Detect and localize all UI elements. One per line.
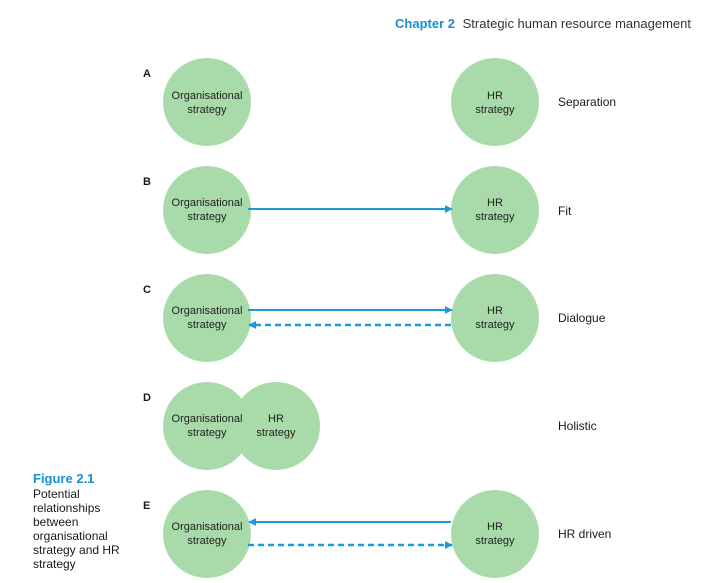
relationship-label-c: Dialogue — [558, 311, 606, 325]
hr-strategy-circle-e — [451, 490, 539, 578]
row-letter-c: C — [143, 284, 151, 296]
chapter-title: Strategic human resource management — [462, 16, 691, 31]
org-strategy-circle-e — [163, 490, 251, 578]
figure-caption-text: Potential relationships between organisa… — [33, 487, 120, 571]
hr-strategy-label-c: HR strategy — [475, 305, 515, 331]
hr-strategy-circle-a — [451, 58, 539, 146]
hr-strategy-label-e: HR strategy — [475, 521, 515, 547]
relationship-label-a: Separation — [558, 95, 617, 109]
org-strategy-circle-c — [163, 274, 251, 362]
hr-strategy-label-d: HR strategy — [256, 413, 296, 439]
row-letter-d: D — [143, 392, 151, 404]
org-strategy-label-b: Organisational strategy — [171, 197, 243, 223]
figure-number: Figure 2.1 — [33, 471, 95, 486]
hr-strategy-circle-b — [451, 166, 539, 254]
org-strategy-label-a: Organisational strategy — [171, 90, 243, 116]
relationship-label-e: HR driven — [558, 527, 612, 541]
org-strategy-label-c: Organisational strategy — [171, 305, 243, 331]
running-header: Chapter 2 Strategic human resource manag… — [395, 16, 691, 31]
row-letter-a: A — [143, 68, 151, 80]
org-strategy-label-d: Organisational strategy — [171, 413, 243, 439]
hr-strategy-circle-c — [451, 274, 539, 362]
hr-strategy-circle-d — [232, 382, 320, 470]
hr-strategy-label-b: HR strategy — [475, 197, 515, 223]
figure-caption: Figure 2.1 Potential relationships betwe… — [33, 471, 143, 572]
hr-strategy-label-a: HR strategy — [475, 90, 515, 116]
org-strategy-label-e: Organisational strategy — [171, 521, 243, 547]
org-strategy-circle-b — [163, 166, 251, 254]
chapter-number: Chapter 2 — [395, 16, 456, 31]
relationship-label-d: Holistic — [558, 419, 597, 433]
row-letter-b: B — [143, 176, 151, 188]
relationship-label-b: Fit — [558, 204, 572, 218]
org-strategy-circle-a — [163, 58, 251, 146]
row-letter-e: E — [143, 500, 151, 512]
